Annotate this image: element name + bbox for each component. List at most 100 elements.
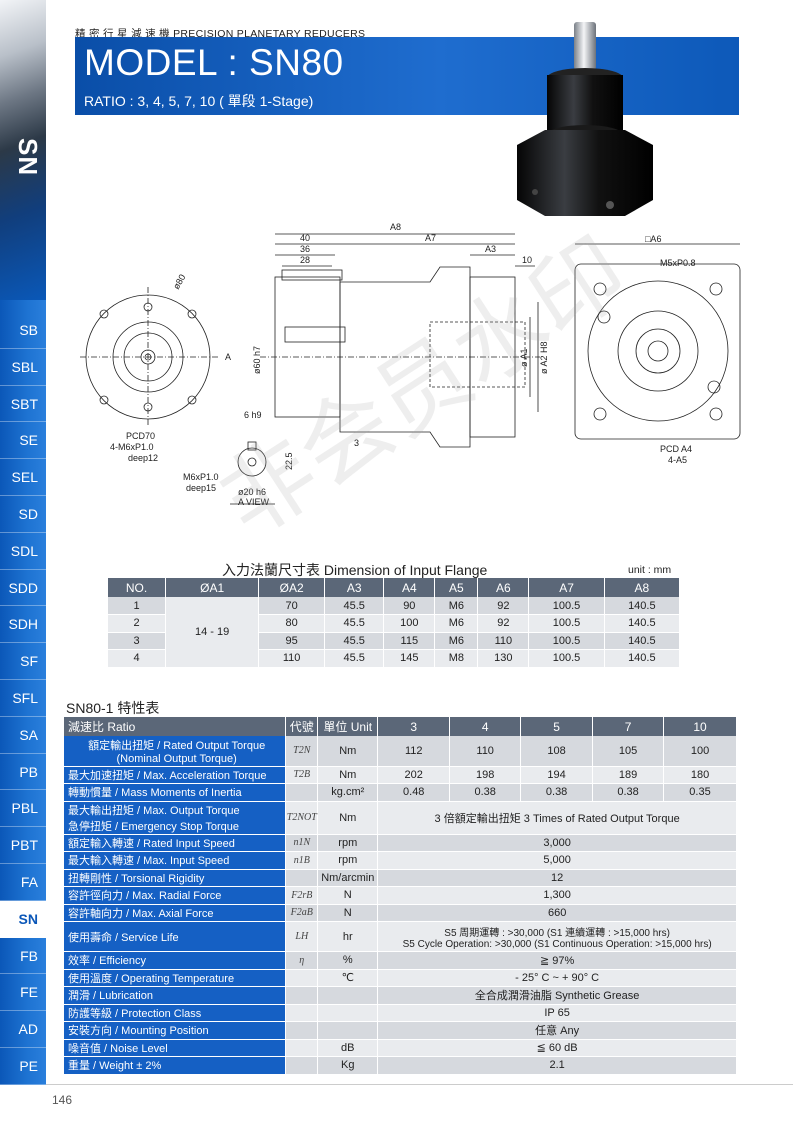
flange-cell: M6 xyxy=(434,614,479,633)
flange-header-cell: A7 xyxy=(528,578,605,597)
spec-label: 最大加速扭矩 / Max. Acceleration Torque xyxy=(64,766,287,784)
sidebar-item-sdd[interactable]: SDD xyxy=(0,570,46,607)
label-m5: M5xP0.8 xyxy=(660,258,696,268)
rear-view-coupling xyxy=(635,328,681,374)
label-phi-a1: ø A1 xyxy=(519,348,529,367)
spec-value: 0.38 xyxy=(592,783,665,802)
spec-code: F2rB xyxy=(285,886,319,905)
front-view-bolt-hole xyxy=(187,309,197,319)
spec-value-span: 1,300 xyxy=(377,886,737,905)
sidebar-item-fb[interactable]: FB xyxy=(0,938,46,975)
spec-unit: Nm xyxy=(317,736,379,767)
spec-label: 重量 / Weight ± 2% xyxy=(64,1056,287,1075)
spec-unit: Kg xyxy=(317,1056,379,1075)
sidebar-item-pbl[interactable]: PBL xyxy=(0,790,46,828)
spec-value-span: S5 周期運轉 : >30,000 (S1 連續運轉 : >15,000 hrs… xyxy=(377,921,737,952)
spec-unit: hr xyxy=(317,921,379,952)
label-m6-front: 4-M6xP1.0 xyxy=(110,442,154,452)
label-a8: A8 xyxy=(390,222,401,232)
flange-cell: 140.5 xyxy=(604,649,681,668)
spec-table: 減速比 Ratio 代號 單位 Unit 3 4 5 7 10 額定輸出扭矩 /… xyxy=(64,717,737,1075)
spec-code xyxy=(285,986,319,1005)
spec-value-span: 3,000 xyxy=(377,834,737,852)
sidebar-item-sdh[interactable]: SDH xyxy=(0,606,46,644)
spec-label: 額定輸出扭矩 / Rated Output Torque (Nominal Ou… xyxy=(64,736,287,767)
flange-header-cell: ØA2 xyxy=(258,578,326,597)
label-phi20: ø20 h6 xyxy=(238,487,266,497)
footer-rule xyxy=(46,1084,793,1085)
sidebar-item-pbt[interactable]: PBT xyxy=(0,827,46,864)
sidebar-item-pb[interactable]: PB xyxy=(0,754,46,791)
spec-label: 容許徑向力 / Max. Radial Force xyxy=(64,886,287,905)
input-flange xyxy=(517,130,653,216)
spec-code: T2N xyxy=(285,736,319,767)
flange-cell: 100.5 xyxy=(528,649,605,668)
spec-value: 194 xyxy=(520,766,594,784)
spec-value-span: IP 65 xyxy=(377,1004,737,1022)
front-view-bolt-hole xyxy=(99,309,109,319)
rear-view-clamp xyxy=(647,340,669,362)
flange-cell: 145 xyxy=(383,649,436,668)
spec-value-span: 任意 Any xyxy=(377,1021,737,1040)
flange-header-cell: A8 xyxy=(604,578,681,597)
label-m6-shaft: M6xP1.0 xyxy=(183,472,219,482)
spec-header-ratio: 減速比 Ratio xyxy=(64,717,287,736)
label-4-a5: 4-A5 xyxy=(668,455,687,465)
flange-cell: 3 xyxy=(108,632,167,650)
sidebar-item-sdl[interactable]: SDL xyxy=(0,533,46,570)
rear-view-pcd xyxy=(587,280,729,422)
output-shaft xyxy=(574,22,596,70)
spec-value: 198 xyxy=(449,766,522,784)
spec-header-ratio-10: 10 xyxy=(663,717,737,736)
spec-label: 防護等級 / Protection Class xyxy=(64,1004,287,1022)
sidebar-item-fe[interactable]: FE xyxy=(0,974,46,1012)
sidebar-item-sb[interactable]: SB xyxy=(0,312,46,349)
flange-cell: 100.5 xyxy=(528,597,605,615)
label-6h9: 6 h9 xyxy=(244,410,262,420)
spec-label: 使用壽命 / Service Life xyxy=(64,921,287,952)
ratio-line: RATIO : 3, 4, 5, 7, 10 ( 單段 1-Stage) xyxy=(84,93,314,109)
flange-cell: 92 xyxy=(477,597,530,615)
label-phi-a2: ø A2 H8 xyxy=(539,341,549,374)
sidebar-item-ad[interactable]: AD xyxy=(0,1011,46,1048)
sidebar-item-sd[interactable]: SD xyxy=(0,496,46,533)
flange-header-cell: A3 xyxy=(324,578,385,597)
sidebar-item-se[interactable]: SE xyxy=(0,422,46,460)
sidebar-item-sbt[interactable]: SBT xyxy=(0,386,46,423)
sidebar-item-sn[interactable]: SN xyxy=(0,900,46,938)
a-view-tap xyxy=(247,457,257,467)
spec-value-span: 660 xyxy=(377,904,737,922)
spec-code xyxy=(285,783,319,802)
spec-value: 189 xyxy=(592,766,665,784)
a-view-key xyxy=(247,441,257,451)
spec-label: 最大輸入轉速 / Max. Input Speed xyxy=(64,851,287,870)
flange-header-cell: A5 xyxy=(434,578,479,597)
sidebar-item-fa[interactable]: FA xyxy=(0,864,46,901)
sidebar-item-sfl[interactable]: SFL xyxy=(0,680,46,717)
sidebar-item-sel[interactable]: SEL xyxy=(0,459,46,496)
spec-value-span: ≧ 97% xyxy=(377,951,737,970)
sidebar-item-pe[interactable]: PE xyxy=(0,1048,46,1085)
spec-code xyxy=(285,1004,319,1022)
sidebar-item-sf[interactable]: SF xyxy=(0,643,46,680)
label-deep15: deep15 xyxy=(186,483,216,493)
flange-cell: 100 xyxy=(383,614,436,633)
flange-cell: 45.5 xyxy=(324,597,385,615)
label-pcd70: PCD70 xyxy=(126,431,155,441)
spec-code xyxy=(285,969,319,987)
side-view-housing xyxy=(339,266,471,448)
spec-label: 容許軸向力 / Max. Axial Force xyxy=(64,904,287,922)
spec-label: 噪音值 / Noise Level xyxy=(64,1039,287,1057)
spec-code: F2aB xyxy=(285,904,319,922)
sidebar-header-graphic xyxy=(0,0,46,300)
sidebar-item-sbl[interactable]: SBL xyxy=(0,349,46,386)
spec-unit: Nm xyxy=(317,766,379,784)
spec-value: 105 xyxy=(592,736,665,767)
sidebar-item-sa[interactable]: SA xyxy=(0,717,46,754)
spec-unit: Nm/arcmin xyxy=(317,869,379,887)
